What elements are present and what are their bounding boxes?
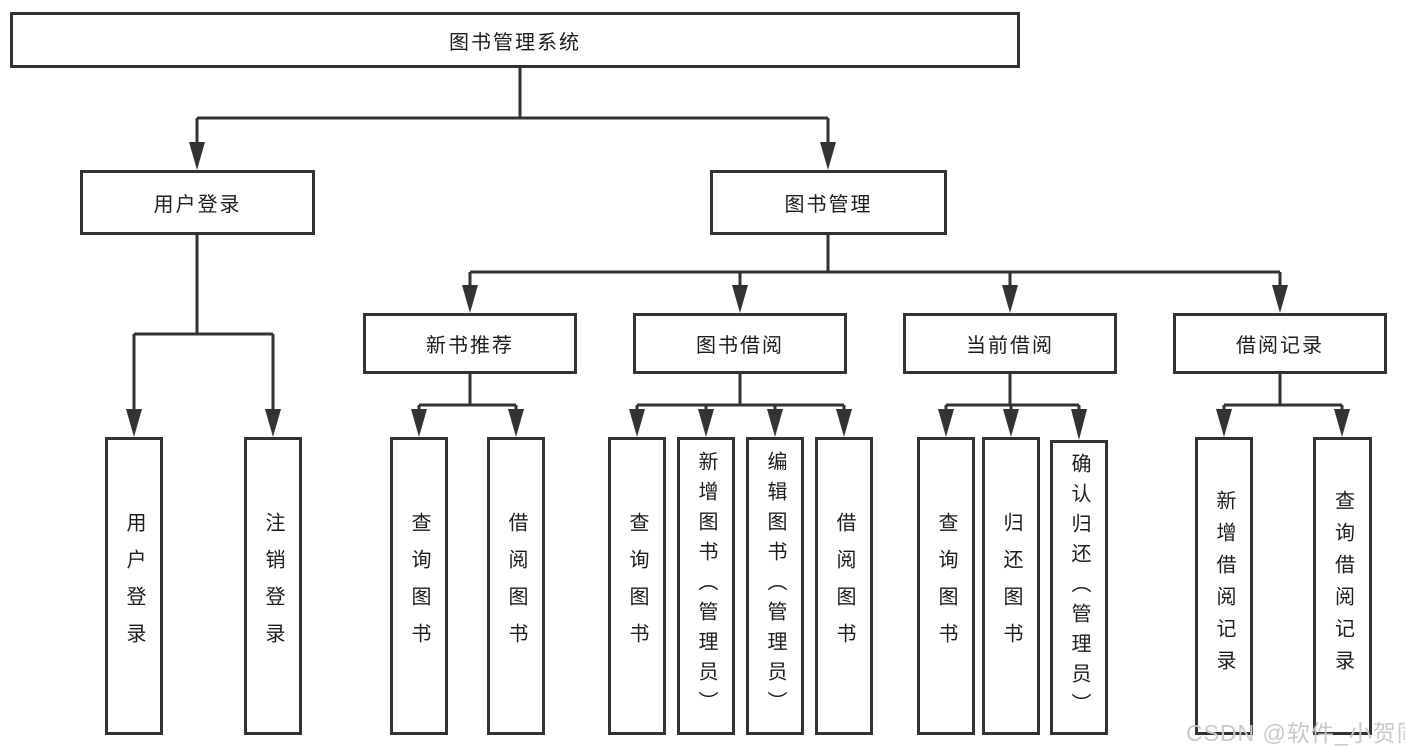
connector-book-borrow-to-leaves xyxy=(629,374,852,437)
node-current-borrowing: 当前借阅 xyxy=(903,313,1117,374)
node-label: 图书借阅 xyxy=(696,335,784,357)
node-label: 当前借阅 xyxy=(966,335,1054,357)
node-label: 图书管理系统 xyxy=(449,31,581,54)
node-label: 新增借阅记录 xyxy=(1213,490,1235,682)
node-label: 用户登录 xyxy=(153,194,242,216)
node-label: 新书推荐 xyxy=(426,335,514,357)
node-book-management-branch: 图书管理 xyxy=(710,170,947,235)
node-label: 注销登录 xyxy=(262,512,284,660)
node-label: 编辑图书（管理员） xyxy=(764,451,786,721)
node-label: 新增图书（管理员） xyxy=(695,451,717,721)
arrow-down-icon xyxy=(1071,409,1087,440)
node-leaf-query-borrow-record: 查询借阅记录 xyxy=(1313,437,1372,735)
arrow-down-icon xyxy=(1002,285,1018,313)
node-user-login-branch: 用户登录 xyxy=(80,170,315,235)
arrow-down-icon xyxy=(767,409,783,437)
connector-book-mgmt-to-sections xyxy=(462,235,1288,313)
arrow-down-icon xyxy=(508,409,524,437)
node-leaf-add-borrow-record: 新增借阅记录 xyxy=(1195,437,1253,735)
node-label: 借阅图书 xyxy=(505,512,527,660)
arrow-down-icon xyxy=(820,142,836,170)
node-book-borrowing: 图书借阅 xyxy=(633,313,847,374)
arrow-down-icon xyxy=(629,409,645,437)
arrow-down-icon xyxy=(732,285,748,313)
node-label: 借阅图书 xyxy=(833,512,855,660)
node-leaf-query-books-current: 查询图书 xyxy=(917,437,975,735)
node-leaf-logout: 注销登录 xyxy=(244,437,302,735)
arrow-down-icon xyxy=(836,409,852,437)
arrow-down-icon xyxy=(265,409,281,437)
connector-current-borrow-to-leaves xyxy=(938,374,1087,440)
csdn-watermark: CSDN @软件_小贺同学 xyxy=(1186,720,1405,746)
node-borrowing-records: 借阅记录 xyxy=(1173,313,1387,374)
node-label: 查询图书 xyxy=(408,512,430,660)
node-leaf-edit-books-admin: 编辑图书（管理员） xyxy=(746,437,804,735)
connector-user-login-to-leaves xyxy=(126,235,281,437)
arrow-down-icon xyxy=(1272,285,1288,313)
arrow-down-icon xyxy=(938,409,954,437)
arrow-down-icon xyxy=(462,285,478,313)
arrow-down-icon xyxy=(411,409,427,437)
node-leaf-query-books-recommend: 查询图书 xyxy=(390,437,448,735)
arrow-down-icon xyxy=(126,409,142,437)
node-new-book-recommend: 新书推荐 xyxy=(363,313,577,374)
node-label: 借阅记录 xyxy=(1236,335,1324,357)
arrow-down-icon xyxy=(1003,409,1019,437)
node-label: 归还图书 xyxy=(1000,512,1022,660)
arrow-down-icon xyxy=(189,142,205,170)
node-leaf-borrow-books: 借阅图书 xyxy=(815,437,873,735)
arrow-down-icon xyxy=(1334,409,1350,437)
connector-new-book-to-leaves xyxy=(411,374,524,437)
node-leaf-borrow-books-recommend: 借阅图书 xyxy=(487,437,545,735)
connector-borrow-records-to-leaves xyxy=(1216,374,1350,437)
node-library-management-system: 图书管理系统 xyxy=(10,12,1020,68)
node-leaf-confirm-return-admin: 确认归还（管理员） xyxy=(1050,440,1108,735)
node-label: 查询借阅记录 xyxy=(1331,490,1354,682)
node-leaf-add-books-admin: 新增图书（管理员） xyxy=(677,437,735,735)
node-label: 确认归还（管理员） xyxy=(1068,452,1090,723)
node-label: 图书管理 xyxy=(784,194,873,216)
node-label: 用户登录 xyxy=(123,512,145,660)
node-leaf-user-login: 用户登录 xyxy=(105,437,163,735)
node-leaf-return-books: 归还图书 xyxy=(982,437,1040,735)
node-leaf-query-books-borrow: 查询图书 xyxy=(608,437,666,735)
connector-root-to-branches xyxy=(189,68,836,170)
node-label: 查询图书 xyxy=(935,512,957,660)
arrow-down-icon xyxy=(698,409,714,437)
node-label: 查询图书 xyxy=(626,512,648,660)
arrow-down-icon xyxy=(1216,409,1232,437)
